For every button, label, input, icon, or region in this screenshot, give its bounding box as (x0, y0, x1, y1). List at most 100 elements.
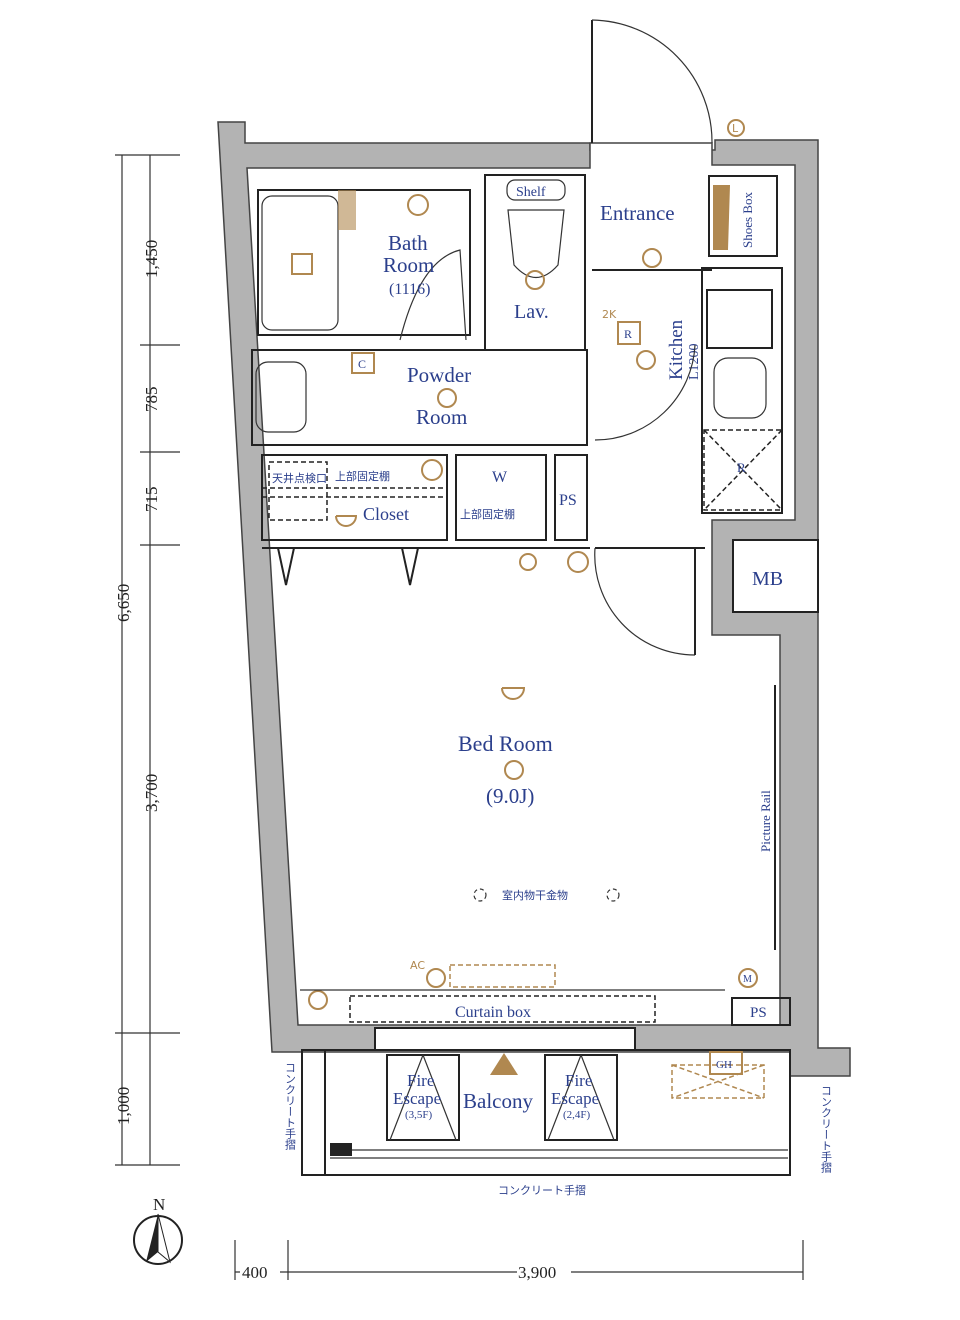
shoes-box (708, 175, 778, 257)
m-symbol: M (743, 974, 752, 985)
bedroom-size: (9.0J) (486, 784, 534, 808)
bath-label: Bath (388, 231, 428, 255)
powder-label: Powder (407, 363, 471, 387)
l-symbol: L (732, 122, 739, 135)
r-symbol: R (624, 327, 632, 341)
ceiling-hatch-label: 天井点検口 (272, 471, 327, 485)
c-symbol: C (358, 357, 366, 371)
concrete-rail-right: コンクリート手摺 (820, 1085, 833, 1174)
washer-space (455, 454, 547, 541)
shoes-box-label: Shoes Box (740, 192, 755, 248)
fire-escape-1-floors: (3,5F) (405, 1109, 433, 1121)
concrete-rail-bottom: コンクリート手摺 (498, 1183, 586, 1197)
closet-doors[interactable] (277, 547, 419, 586)
dim-400: 400 (242, 1263, 268, 1282)
switch-icon (519, 553, 537, 571)
gh-label: GH (716, 1059, 732, 1071)
entrance-label: Entrance (600, 201, 675, 225)
dim-1450: 1,450 (142, 240, 161, 278)
water-heater-space (671, 1064, 765, 1099)
fire-escape-2-label-2: Escape (551, 1089, 599, 1108)
north-compass-icon (133, 1213, 183, 1265)
upper-shelf-label: 上部固定棚 (335, 469, 390, 483)
compass-label: N (153, 1195, 165, 1214)
drying-hook-icon (473, 888, 487, 902)
ps-bottom-label: PS (750, 1005, 767, 1021)
dim-1000: 1,000 (114, 1087, 133, 1125)
dim-715: 715 (142, 487, 161, 513)
powder-room (251, 349, 588, 446)
stove-icon (706, 289, 773, 349)
closet-light-2-icon (335, 515, 358, 527)
kitchen-label: Kitchen (666, 319, 687, 380)
ac-label: AC (410, 959, 425, 972)
fridge-space (703, 429, 783, 511)
bath-door[interactable] (399, 249, 467, 341)
kitchen-door[interactable] (594, 344, 696, 441)
dim-785: 785 (142, 387, 161, 413)
drain-icon (330, 1143, 352, 1156)
bath-size: (1116) (389, 281, 430, 298)
lav-label: Lav. (514, 301, 549, 323)
curtain-box (349, 995, 656, 1023)
r-symbol-box (617, 321, 641, 345)
powder-light-icon (437, 388, 457, 408)
bathtub (261, 195, 339, 331)
washer-shelf-label: 上部固定棚 (460, 507, 515, 521)
kitchen-counter (701, 267, 783, 514)
shelf-label: Shelf (516, 185, 546, 200)
entrance-light-icon (642, 248, 662, 268)
ac-outlet-icon (426, 968, 446, 988)
ps-top-label: PS (559, 492, 577, 509)
bedroom-door[interactable] (594, 547, 696, 656)
fire-escape-1-label: Fire (407, 1071, 434, 1090)
c-symbol-box (351, 352, 375, 374)
ceiling-hatch (268, 461, 328, 521)
bath-label-2: Room (383, 253, 434, 277)
mb-box (732, 539, 819, 613)
bedroom-light-icon (501, 687, 526, 700)
outlet-icon (567, 551, 589, 573)
fire-escape-2-label: Fire (565, 1071, 592, 1090)
dim-3900: 3,900 (518, 1263, 556, 1282)
light-icon (727, 119, 745, 137)
bath-fan-icon (291, 253, 313, 275)
kitchen-light-icon (636, 350, 656, 370)
bath-faucet-icon (338, 190, 356, 230)
entrance-door[interactable] (591, 19, 713, 144)
fire-escape-2[interactable] (544, 1054, 618, 1141)
shoes-box-door[interactable] (713, 185, 730, 250)
dim-3700: 3,700 (142, 774, 161, 812)
kitchen-sink (713, 357, 767, 419)
balcony-direction-icon (490, 1053, 518, 1075)
dim-6650: 6,650 (114, 584, 133, 622)
bedroom-label: Bed Room (458, 731, 553, 756)
drying-hardware-label: 室内物干金物 (502, 888, 568, 902)
bath-light-icon (407, 194, 429, 216)
ac-unit (449, 964, 556, 988)
curtain-box-label: Curtain box (455, 1004, 531, 1021)
vertical-dimensions (115, 154, 180, 1166)
drying-hook-icon-2 (606, 888, 620, 902)
fire-escape-1[interactable] (386, 1054, 460, 1141)
balcony-window[interactable] (374, 1027, 636, 1051)
2k-symbol: 2K (602, 308, 617, 321)
washer-label: W (492, 469, 508, 486)
toilet-icon (507, 209, 565, 279)
concrete-rail-left: コンクリート手摺 (284, 1062, 297, 1151)
toilet-tank (506, 179, 566, 201)
gh-box (709, 1051, 743, 1075)
mb-label: MB (752, 568, 783, 590)
balcony (301, 1049, 791, 1176)
closet-label: Closet (363, 504, 409, 524)
bedroom-center-light-icon (504, 760, 524, 780)
balcony-label: Balcony (463, 1089, 533, 1113)
lav-light-icon (525, 270, 545, 290)
ps-top (554, 454, 588, 541)
wash-basin (255, 361, 307, 433)
closet-light-icon (421, 459, 443, 481)
picture-rail-label: Picture Rail (758, 790, 773, 852)
bedroom-outlet-icon (308, 990, 328, 1010)
fridge-symbol: R (737, 460, 746, 475)
